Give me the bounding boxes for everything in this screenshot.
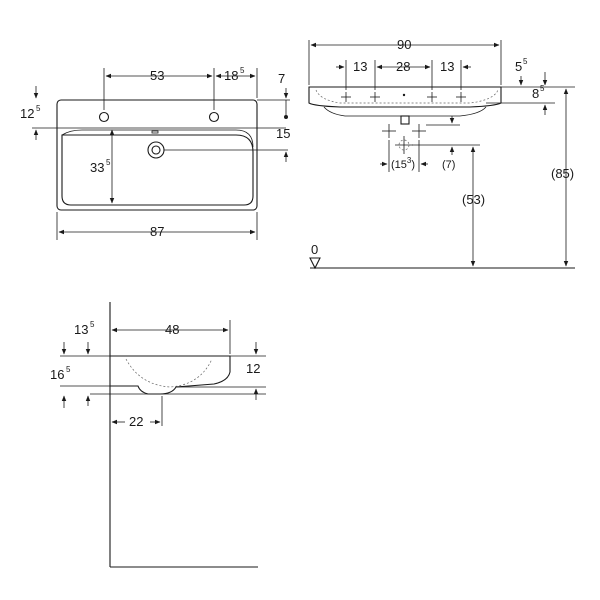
drain-stub xyxy=(400,115,410,125)
dim-12: 12 xyxy=(246,361,260,376)
svg-text:5: 5 xyxy=(540,84,545,93)
svg-text:5: 5 xyxy=(36,104,41,113)
dim-48: 48 xyxy=(165,322,179,337)
svg-text:5: 5 xyxy=(90,320,95,329)
dim-85-paren: (85) xyxy=(551,166,574,181)
dim-90: 90 xyxy=(397,37,411,52)
basin-bowl xyxy=(61,134,254,206)
dim-15-3: (153) xyxy=(391,156,415,171)
svg-text:5: 5 xyxy=(66,365,71,374)
dim-8-5: 8 xyxy=(532,86,539,101)
dim-15: 15 xyxy=(276,126,290,141)
basin-outline xyxy=(56,99,258,211)
dim-5-5: 5 xyxy=(515,59,522,74)
drain-inner xyxy=(151,145,161,155)
dim-12-5: 12 xyxy=(20,106,34,121)
dim-53-paren: (53) xyxy=(462,192,485,207)
dim-87: 87 xyxy=(150,224,164,239)
overflow-slot xyxy=(151,130,159,134)
dim-16-5: 16 xyxy=(50,367,64,382)
dim-28: 28 xyxy=(396,59,410,74)
dim-7-top: 7 xyxy=(278,71,285,86)
svg-text:5: 5 xyxy=(106,158,111,167)
floor-label: 0 xyxy=(311,242,318,257)
dim-13-left: 13 xyxy=(353,59,367,74)
tap-hole-right xyxy=(208,111,220,123)
basin-side-outline xyxy=(110,355,231,395)
dim-22: 22 xyxy=(129,414,143,429)
dim-13-5: 13 xyxy=(74,322,88,337)
dim-7-paren: (7) xyxy=(442,159,455,171)
tap-hole-left xyxy=(98,111,110,123)
front-view: 0 90 xyxy=(308,37,575,270)
svg-text:5: 5 xyxy=(240,66,245,75)
svg-text:5: 5 xyxy=(523,57,528,66)
basin-front-outline xyxy=(308,86,502,108)
dim-33-5: 33 xyxy=(90,160,104,175)
top-view: 53 18 5 7 12 5 15 33 5 87 xyxy=(20,66,290,240)
dim-53: 53 xyxy=(150,68,164,83)
dim-18-5: 18 xyxy=(224,68,238,83)
drain-outer xyxy=(147,141,165,159)
side-view: 48 13 5 16 5 12 22 xyxy=(50,302,266,568)
dim-13-right: 13 xyxy=(440,59,454,74)
